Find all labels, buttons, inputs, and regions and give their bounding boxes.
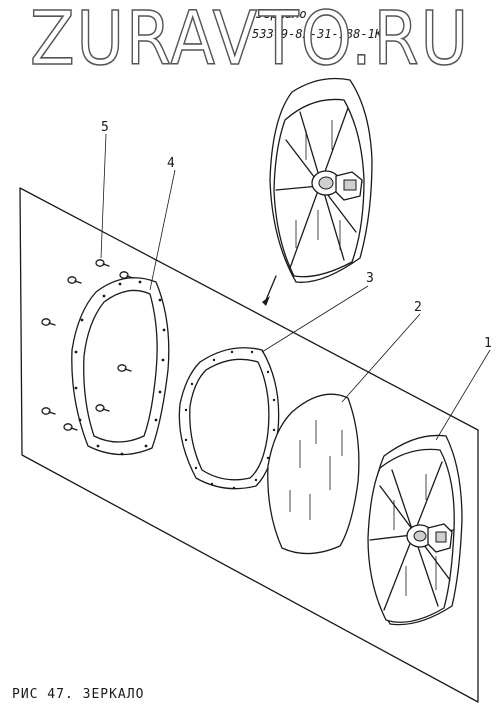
part-1-housing — [367, 434, 463, 626]
callout-2: 2 — [414, 300, 422, 315]
figure-caption: РИС 47. ЗЕРКАЛО — [12, 687, 144, 702]
background-plate — [19, 187, 479, 703]
watermark-text: ZURAVTO.RU — [30, 0, 470, 82]
callout-3: 3 — [366, 271, 374, 286]
part-2-glass — [267, 393, 360, 555]
part-5-bolts — [41, 259, 134, 431]
arrow-head — [262, 296, 270, 306]
part-3-ring — [178, 347, 280, 490]
explode-arrow — [265, 275, 277, 301]
callout-5: 5 — [101, 120, 109, 135]
leader-lines — [100, 133, 491, 441]
callout-1: 1 — [484, 336, 492, 351]
callout-4: 4 — [167, 156, 175, 171]
assembled-mirror — [269, 77, 373, 283]
part-number: 533-9-82-31-188-1К — [252, 27, 383, 41]
assembly-title: Зеркало — [255, 7, 307, 21]
